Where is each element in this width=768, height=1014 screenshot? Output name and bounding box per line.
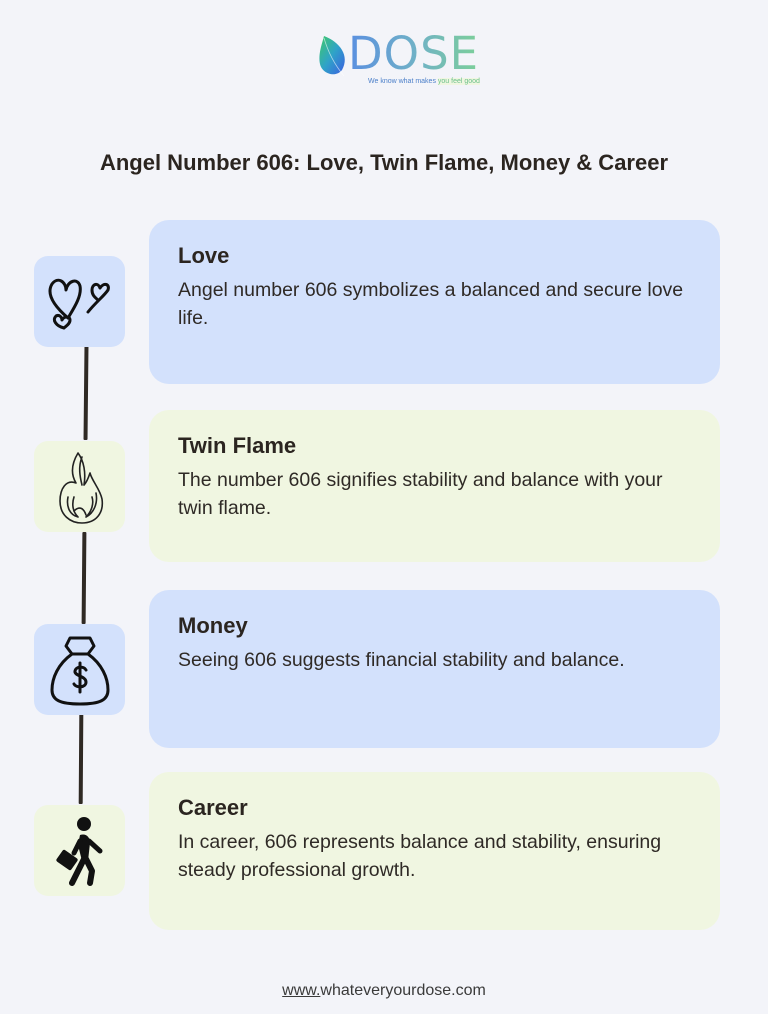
dose-logo: DOSE We know what makes you feel good bbox=[318, 28, 494, 88]
timeline-line bbox=[78, 713, 84, 805]
card-title: Money bbox=[178, 613, 248, 638]
businessman-walking-icon bbox=[55, 816, 102, 886]
page-title: Angel Number 606: Love, Twin Flame, Mone… bbox=[99, 150, 669, 175]
website-link[interactable]: www.whateveryourdose.com bbox=[0, 982, 768, 1000]
money-card: Money Seeing 606 suggests financial stab… bbox=[149, 590, 720, 748]
love-icon-box bbox=[34, 256, 125, 347]
card-body: Seeing 606 suggests financial stability … bbox=[178, 649, 625, 671]
tagline-part2: you feel good bbox=[437, 78, 480, 85]
url-domain: whateveryourdose.com bbox=[320, 982, 486, 999]
flame-icon bbox=[58, 451, 103, 524]
card-title: Career bbox=[178, 795, 248, 820]
card-title: Love bbox=[178, 243, 230, 268]
twin-flame-card: Twin Flame The number 606 signifies stab… bbox=[149, 410, 720, 562]
career-card: Career In career, 606 represents balance… bbox=[149, 772, 720, 930]
hearts-icon bbox=[48, 278, 110, 329]
tagline-part1: We know what makes bbox=[368, 78, 438, 85]
career-icon-box bbox=[34, 805, 125, 896]
logo-brand: DOSE bbox=[348, 27, 480, 80]
url-prefix: www. bbox=[282, 982, 321, 999]
logo-tagline: We know what makes you feel good bbox=[368, 78, 480, 85]
card-body: Angel number 606 symbolizes a balanced a… bbox=[178, 279, 684, 329]
timeline-line bbox=[81, 531, 87, 625]
twin-flame-icon-box bbox=[34, 441, 125, 532]
timeline-line bbox=[83, 345, 89, 441]
card-title: Twin Flame bbox=[178, 433, 297, 458]
leaf-icon bbox=[319, 36, 345, 77]
card-body: In career, 606 represents balance and st… bbox=[178, 831, 662, 881]
money-icon-box bbox=[34, 624, 125, 715]
card-body: The number 606 signifies stability and b… bbox=[178, 469, 663, 519]
money-bag-icon bbox=[50, 636, 109, 705]
love-card: Love Angel number 606 symbolizes a balan… bbox=[149, 220, 720, 384]
